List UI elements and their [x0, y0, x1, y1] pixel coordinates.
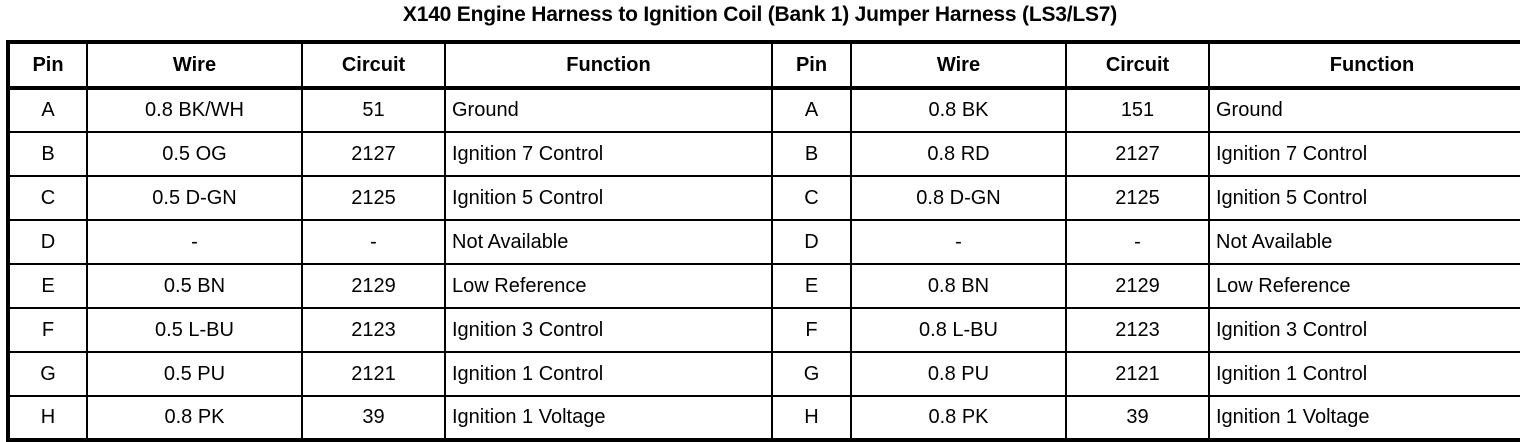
cell-right-pin: E	[771, 263, 852, 309]
header-row: Pin Wire Circuit Function Pin Wire Circu…	[7, 41, 1520, 90]
cell-right-circuit: 39	[1065, 395, 1210, 441]
cell-left-wire: 0.5 PU	[86, 351, 303, 397]
cell-left-function: Ignition 3 Control	[444, 307, 773, 353]
cell-left-wire: 0.5 BN	[86, 263, 303, 309]
cell-right-pin: C	[771, 175, 852, 221]
cell-left-circuit: 2125	[301, 175, 446, 221]
table-row: C 0.5 D-GN 2125 Ignition 5 Control C 0.8…	[7, 175, 1520, 221]
header-right-pin: Pin	[771, 41, 852, 90]
cell-right-circuit: 2129	[1065, 263, 1210, 309]
cell-right-function: Ignition 7 Control	[1208, 131, 1520, 177]
page-root: X140 Engine Harness to Ignition Coil (Ba…	[6, 3, 1520, 442]
table-row: H 0.8 PK 39 Ignition 1 Voltage H 0.8 PK …	[7, 395, 1520, 441]
cell-right-function: Ignition 1 Voltage	[1208, 395, 1520, 441]
header-right-wire: Wire	[850, 41, 1067, 90]
cell-left-wire: 0.8 PK	[86, 395, 303, 441]
table-header: Pin Wire Circuit Function Pin Wire Circu…	[7, 41, 1520, 90]
cell-left-pin: G	[7, 351, 88, 397]
pinout-table-container: Pin Wire Circuit Function Pin Wire Circu…	[6, 40, 1520, 442]
cell-right-wire: 0.8 RD	[850, 131, 1067, 177]
cell-right-circuit: 2125	[1065, 175, 1210, 221]
cell-right-wire: 0.8 D-GN	[850, 175, 1067, 221]
cell-right-circuit: 2121	[1065, 351, 1210, 397]
header-left-circuit: Circuit	[301, 41, 446, 90]
cell-right-circuit: -	[1065, 219, 1210, 265]
cell-right-wire: 0.8 PU	[850, 351, 1067, 397]
cell-left-pin: F	[7, 307, 88, 353]
cell-left-function: Not Available	[444, 219, 773, 265]
table-row: G 0.5 PU 2121 Ignition 1 Control G 0.8 P…	[7, 351, 1520, 397]
cell-left-function: Ignition 5 Control	[444, 175, 773, 221]
cell-left-function: Ignition 1 Control	[444, 351, 773, 397]
table-row: D - - Not Available D - - Not Available	[7, 219, 1520, 265]
header-left-function: Function	[444, 41, 773, 90]
cell-right-pin: A	[771, 87, 852, 133]
cell-right-pin: G	[771, 351, 852, 397]
cell-right-circuit: 2123	[1065, 307, 1210, 353]
table-body: A 0.8 BK/WH 51 Ground A 0.8 BK 151 Groun…	[7, 87, 1520, 441]
cell-left-function: Ignition 1 Voltage	[444, 395, 773, 441]
cell-left-function: Ground	[444, 87, 773, 133]
header-right-function: Function	[1208, 41, 1520, 90]
cell-left-wire: 0.5 D-GN	[86, 175, 303, 221]
cell-right-function: Not Available	[1208, 219, 1520, 265]
cell-left-wire: -	[86, 219, 303, 265]
cell-left-pin: A	[7, 87, 88, 133]
cell-right-circuit: 151	[1065, 87, 1210, 133]
cell-right-function: Ground	[1208, 87, 1520, 133]
cell-right-pin: B	[771, 131, 852, 177]
cell-left-circuit: 2123	[301, 307, 446, 353]
cell-right-function: Ignition 1 Control	[1208, 351, 1520, 397]
header-left-pin: Pin	[7, 41, 88, 90]
header-left-wire: Wire	[86, 41, 303, 90]
cell-left-pin: H	[7, 395, 88, 441]
cell-right-wire: -	[850, 219, 1067, 265]
cell-left-circuit: 39	[301, 395, 446, 441]
cell-left-wire: 0.5 OG	[86, 131, 303, 177]
cell-left-function: Ignition 7 Control	[444, 131, 773, 177]
cell-right-function: Ignition 5 Control	[1208, 175, 1520, 221]
header-right-circuit: Circuit	[1065, 41, 1210, 90]
cell-right-pin: H	[771, 395, 852, 441]
cell-right-function: Low Reference	[1208, 263, 1520, 309]
cell-right-pin: F	[771, 307, 852, 353]
cell-left-circuit: -	[301, 219, 446, 265]
page-title: X140 Engine Harness to Ignition Coil (Ba…	[402, 3, 1118, 26]
cell-right-circuit: 2127	[1065, 131, 1210, 177]
cell-right-wire: 0.8 PK	[850, 395, 1067, 441]
cell-left-circuit: 2129	[301, 263, 446, 309]
cell-right-function: Ignition 3 Control	[1208, 307, 1520, 353]
cell-left-function: Low Reference	[444, 263, 773, 309]
cell-right-wire: 0.8 L-BU	[850, 307, 1067, 353]
cell-left-circuit: 2127	[301, 131, 446, 177]
cell-left-pin: D	[7, 219, 88, 265]
cell-left-circuit: 2121	[301, 351, 446, 397]
table-row: A 0.8 BK/WH 51 Ground A 0.8 BK 151 Groun…	[7, 87, 1520, 133]
cell-left-wire: 0.8 BK/WH	[86, 87, 303, 133]
table-row: F 0.5 L-BU 2123 Ignition 3 Control F 0.8…	[7, 307, 1520, 353]
table-row: B 0.5 OG 2127 Ignition 7 Control B 0.8 R…	[7, 131, 1520, 177]
table-row: E 0.5 BN 2129 Low Reference E 0.8 BN 212…	[7, 263, 1520, 309]
cell-right-wire: 0.8 BK	[850, 87, 1067, 133]
pinout-table: Pin Wire Circuit Function Pin Wire Circu…	[6, 40, 1520, 442]
cell-left-wire: 0.5 L-BU	[86, 307, 303, 353]
cell-left-pin: C	[7, 175, 88, 221]
cell-right-wire: 0.8 BN	[850, 263, 1067, 309]
cell-left-pin: B	[7, 131, 88, 177]
cell-left-pin: E	[7, 263, 88, 309]
cell-left-circuit: 51	[301, 87, 446, 133]
cell-right-pin: D	[771, 219, 852, 265]
